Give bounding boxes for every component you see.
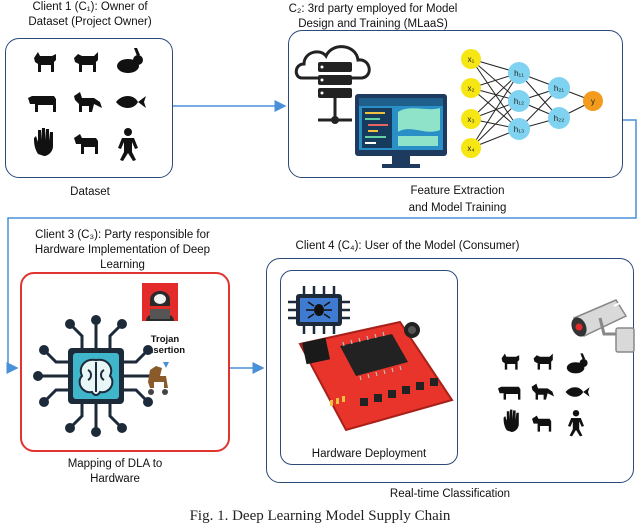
model-training-label: and Model Training (408, 202, 507, 214)
trojan-label-line2: Insertion (144, 345, 186, 356)
client1-title-line1: Client 1 (C₁): Owner of (32, 1, 148, 13)
realtime-classification-label: Real-time Classification (389, 488, 511, 500)
client3-box (20, 272, 230, 452)
trojan-label-line1: Trojan (150, 334, 180, 345)
hardware-deployment-box (280, 270, 458, 465)
mapping-dla-label-line2: Hardware (90, 473, 140, 485)
figure-caption: Fig. 1. Deep Learning Model Supply Chain (189, 508, 451, 524)
client2-title-line1: C₂: 3rd party employed for Model (288, 3, 458, 15)
client1-title-line2: Dataset (Project Owner) (28, 16, 152, 28)
client2-box (288, 30, 623, 178)
dataset-label: Dataset (70, 186, 110, 198)
hardware-deployment-label: Hardware Deployment (311, 448, 427, 460)
client3-title-line1: Client 3 (C₃): Party responsible for (35, 229, 210, 241)
client2-title-line2: Design and Training (MLaaS) (298, 18, 448, 30)
feature-extraction-label: Feature Extraction (410, 185, 505, 197)
mapping-dla-label-line1: Mapping of DLA to (67, 458, 163, 470)
client4-title: Client 4 (C₄): User of the Model (Consum… (295, 240, 520, 252)
client3-title-line2: Hardware Implementation of Deep (34, 244, 211, 256)
client1-box (5, 38, 173, 178)
client3-title-line3: Learning (100, 259, 145, 271)
